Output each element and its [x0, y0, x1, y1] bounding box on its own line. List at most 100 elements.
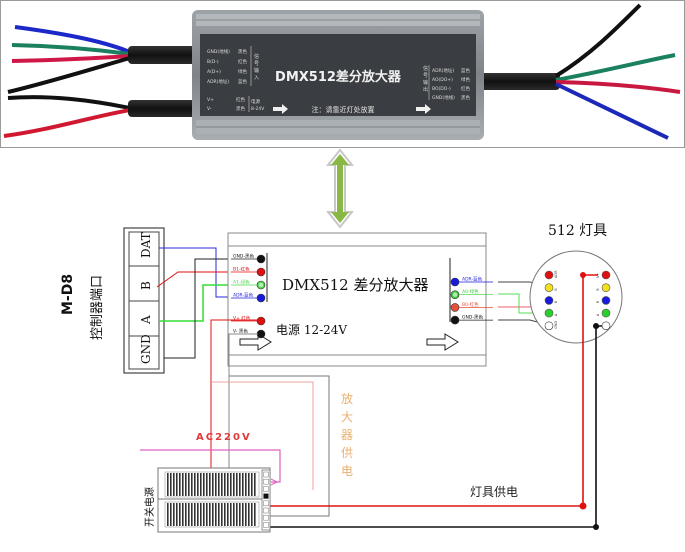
- fixture-pin-label: B: [596, 300, 600, 303]
- psu-terminal[interactable]: [263, 507, 269, 514]
- psu-body: [157, 467, 271, 533]
- output-color-label: 红色: [461, 85, 470, 92]
- terminal-pin[interactable]: [256, 267, 266, 277]
- pin-label: GND-黑色: [462, 314, 483, 321]
- pin-label: A0-绿色: [462, 288, 479, 295]
- output-pin-label: BO(DO-): [432, 86, 451, 92]
- psu-fin-frame: [164, 501, 260, 528]
- terminal-pin[interactable]: [256, 254, 266, 264]
- psu-terminal-strip: [261, 469, 271, 531]
- psu-fin: [185, 473, 187, 496]
- photo-out-wire-red: [555, 80, 681, 94]
- photo-wire-red-power: [3, 108, 131, 138]
- photo-signal-cable: [128, 46, 200, 64]
- pin-label: A1-绿色: [233, 279, 250, 286]
- amp-supply-char: 供: [341, 446, 353, 460]
- photo-wire-red: [11, 54, 131, 63]
- fixture-pin[interactable]: [544, 270, 554, 280]
- fixture-pin[interactable]: [601, 321, 611, 331]
- psu-fin: [167, 473, 169, 496]
- fixture-pin-label: GND: [554, 320, 558, 328]
- psu-terminals: [263, 471, 269, 528]
- psu-fin: [179, 503, 181, 526]
- psu-fin: [212, 473, 214, 496]
- psu-fin: [200, 503, 202, 526]
- terminal-pin[interactable]: [256, 293, 266, 303]
- psu-fin-frame: [164, 471, 260, 498]
- terminal-gnd[interactable]: GND: [139, 334, 153, 364]
- photo-output-cable: [478, 73, 560, 90]
- psu-fin: [176, 503, 178, 526]
- switching-power-supply: 开关电源 AC220V: [143, 432, 271, 533]
- fixture-pin-label: A: [596, 313, 600, 316]
- psu-fin: [185, 503, 187, 526]
- terminal-dat[interactable]: DAT: [139, 232, 153, 258]
- device-note: 注：请靠近灯处放置: [312, 105, 375, 114]
- psu-fin: [218, 503, 220, 526]
- fixture-pin[interactable]: [601, 308, 611, 318]
- psu-fin: [179, 473, 181, 496]
- psu-fin: [218, 473, 220, 496]
- psu-fin: [182, 473, 184, 496]
- input-color-label: 绿色: [238, 68, 247, 75]
- psu-terminal[interactable]: [263, 486, 269, 492]
- psu-fin: [221, 503, 223, 526]
- psu-terminal[interactable]: [263, 478, 269, 485]
- psu-terminal[interactable]: [263, 500, 269, 507]
- input-pin-label: GND(地线): [207, 48, 230, 55]
- psu-fin: [206, 473, 208, 496]
- fixture-pin-label: B: [554, 300, 558, 303]
- output-color-label: 绿色: [461, 76, 470, 83]
- fixture-pin[interactable]: [601, 296, 611, 305]
- terminal-pin[interactable]: [256, 316, 266, 326]
- device-title: DMX512差分放大器: [275, 69, 402, 85]
- psu-fin: [221, 473, 223, 496]
- terminal-b[interactable]: B: [139, 281, 153, 290]
- photo-out-wire-black: [554, 3, 642, 78]
- terminal-pin[interactable]: [450, 315, 460, 325]
- wire-fixture-vplus: [270, 274, 598, 507]
- fixture-pin[interactable]: [544, 296, 554, 305]
- photo-output-wires: [478, 3, 681, 140]
- psu-fin: [215, 503, 217, 526]
- psu-fin: [242, 503, 244, 526]
- psu-fin: [239, 473, 241, 496]
- psu-fin: [230, 503, 232, 526]
- psu-fin: [197, 503, 199, 526]
- pin-label: V- 黑色: [233, 328, 248, 335]
- output-arrow-icon: [426, 333, 459, 351]
- psu-terminal[interactable]: [263, 493, 269, 499]
- device-output-labels: 信号输出 ADR(地址) 蓝色 AO(DO+) 绿色 BO(DO-) 红色 GN…: [423, 65, 470, 101]
- fixture-pin[interactable]: [544, 308, 554, 318]
- psu-fin: [191, 473, 193, 496]
- ac-arrow-icon: [270, 478, 279, 486]
- amplifier-power-label: 电源 12-24V: [276, 323, 347, 337]
- controller-model: M-D8: [60, 274, 76, 315]
- terminal-a[interactable]: A: [139, 315, 153, 325]
- fixture-pin[interactable]: [601, 283, 611, 293]
- psu-fin: [245, 473, 247, 496]
- fixture-pin[interactable]: [544, 321, 554, 331]
- psu-terminal[interactable]: [263, 514, 269, 521]
- pin-label: GND-黑色: [233, 253, 254, 260]
- output-color-label: 黑色: [461, 94, 470, 101]
- terminal-pin[interactable]: [450, 277, 460, 287]
- power-label: 电源: [251, 98, 260, 105]
- input-pin-label: B(D-): [207, 59, 219, 65]
- terminal-pin[interactable]: [256, 329, 266, 339]
- psu-terminal[interactable]: [263, 471, 269, 478]
- photo-wire-green: [11, 43, 131, 56]
- fixture-pin[interactable]: [601, 270, 611, 280]
- photo-wire-black: [7, 56, 131, 94]
- psu-fin: [173, 503, 175, 526]
- psu-fin: [188, 473, 190, 496]
- terminal-pin[interactable]: [450, 303, 460, 312]
- psu-fin: [233, 503, 235, 526]
- fixture-pin[interactable]: [544, 283, 554, 293]
- psu-fin: [173, 473, 175, 496]
- psu-terminal[interactable]: [263, 522, 269, 528]
- input-pin-label: ADR(地址): [207, 78, 229, 85]
- psu-fin: [212, 503, 214, 526]
